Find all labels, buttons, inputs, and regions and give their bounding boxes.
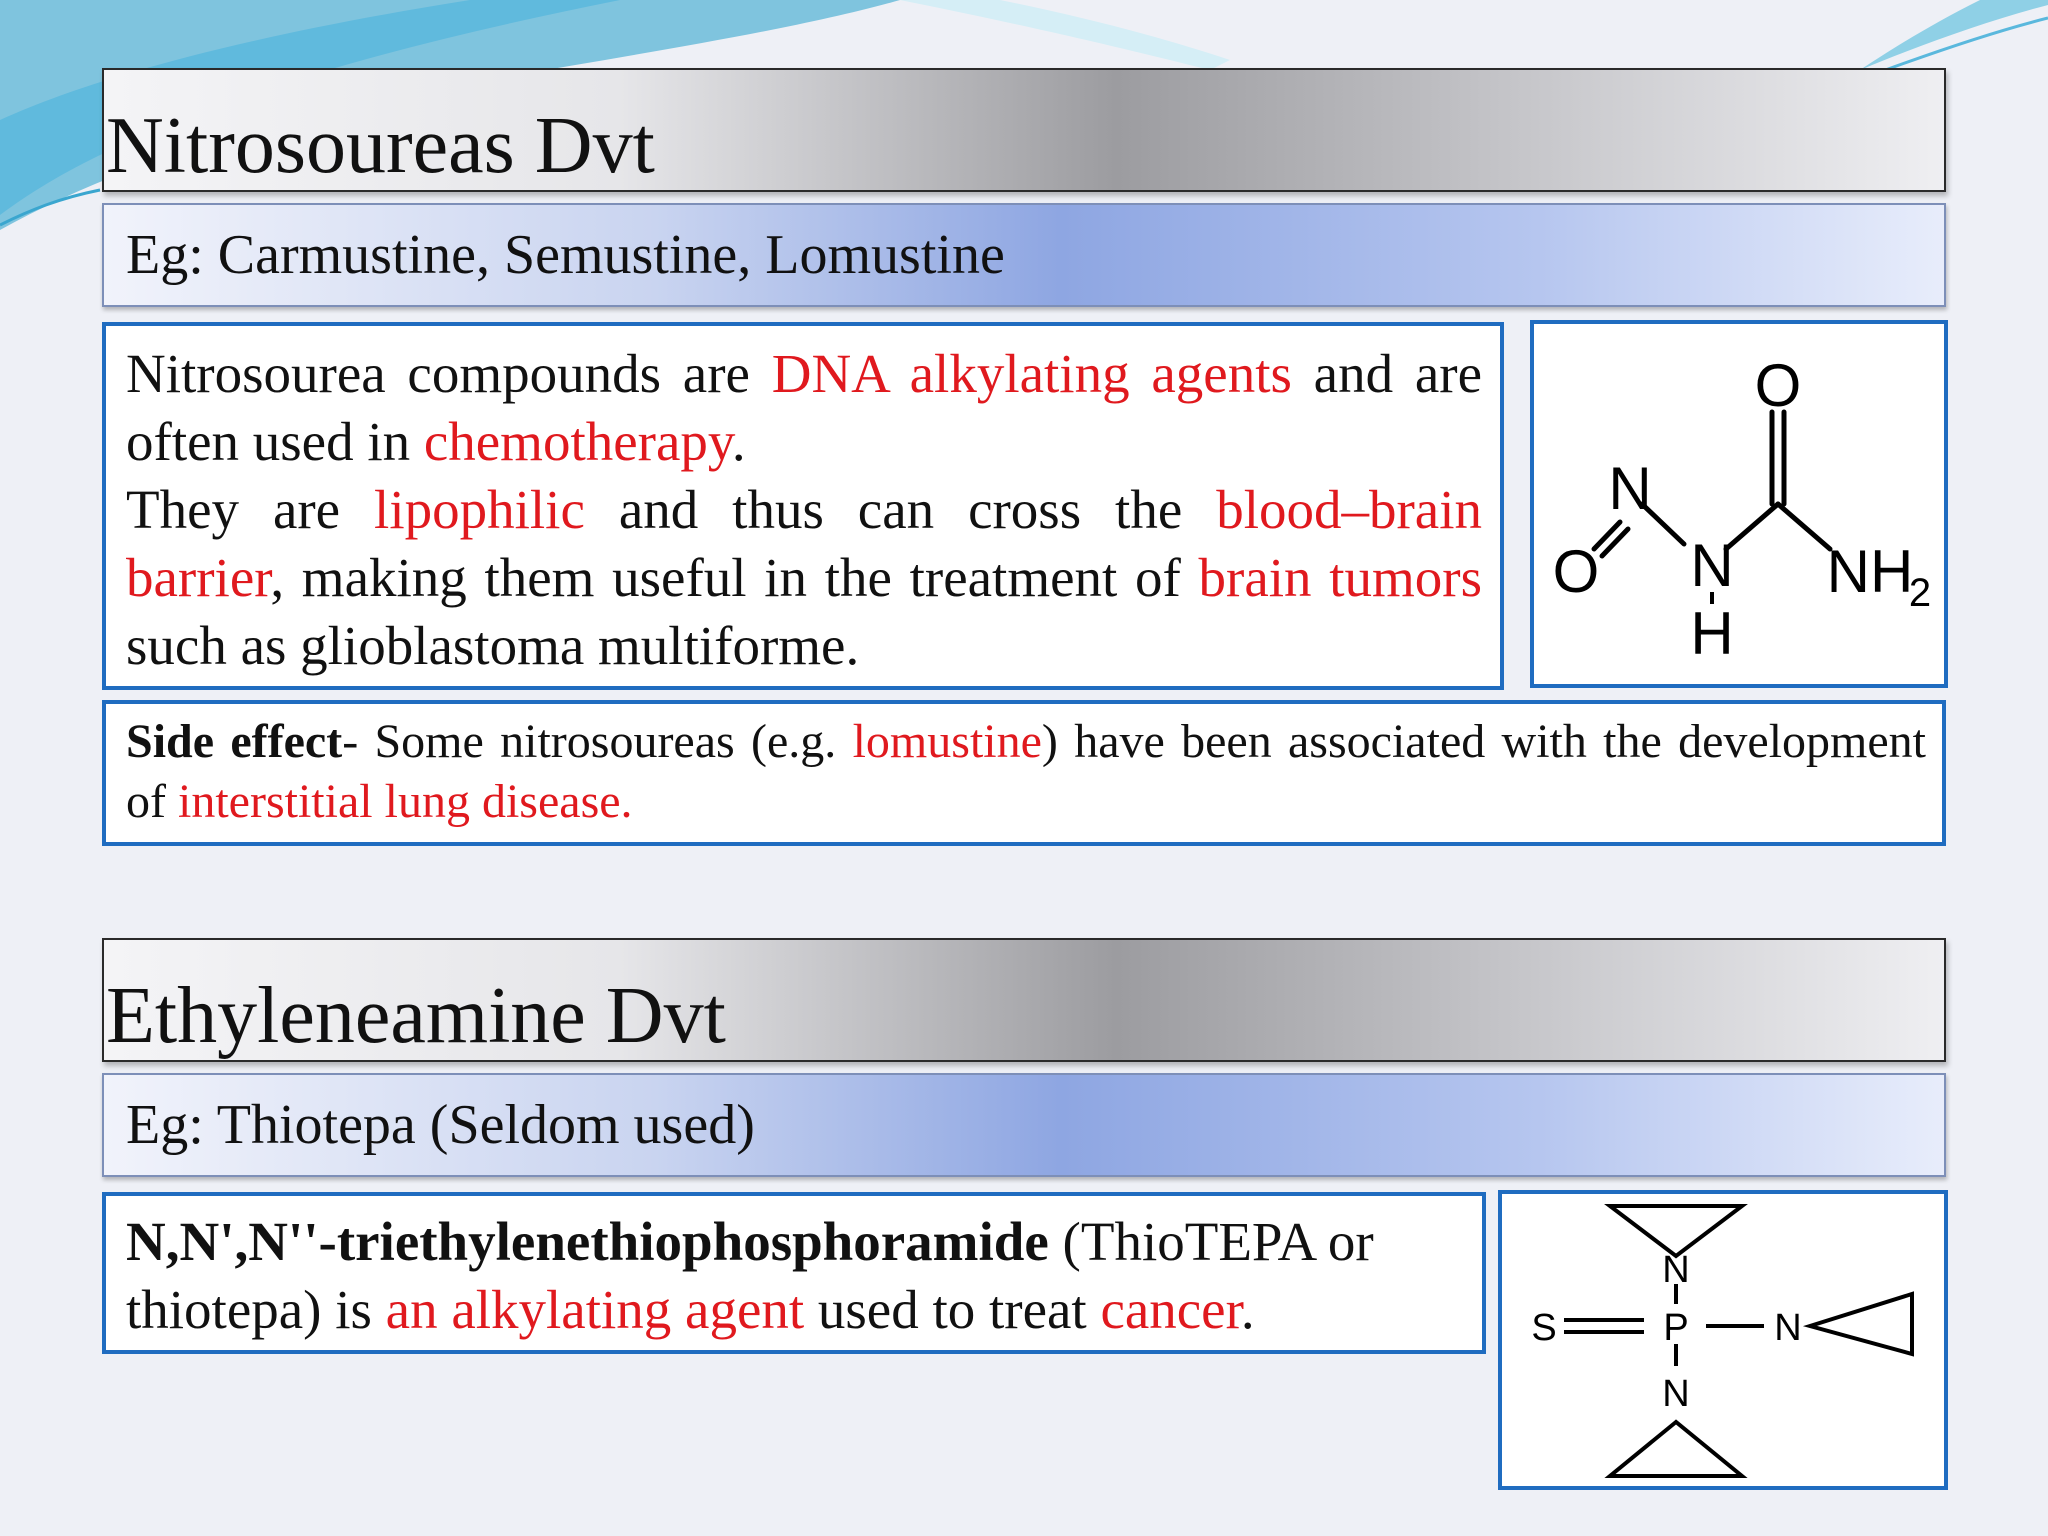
thiotepa-structure: N S P N N xyxy=(1498,1190,1948,1490)
aziridine-ring-right xyxy=(1802,1291,1914,1357)
atom-n-nitroso: N xyxy=(1608,455,1651,522)
text-fragment: They are xyxy=(126,479,375,540)
section2-eg-text: Eg: Thiotepa (Seldom used) xyxy=(126,1094,755,1156)
highlight-lomustine: lomustine xyxy=(852,715,1042,768)
atom-n-amide: N xyxy=(1690,532,1733,599)
nitrosourea-structure-diagram: O N O N H NH 2 xyxy=(1553,352,1931,667)
bond xyxy=(1639,501,1687,547)
atom-p: P xyxy=(1663,1307,1688,1349)
subscript-2: 2 xyxy=(1909,571,1931,615)
nitroso-bond xyxy=(1591,519,1623,552)
text-fragment: such as glioblastoma multiforme. xyxy=(126,615,860,676)
section1-side-effect-box: Side effect- Some nitrosoureas (e.g. lom… xyxy=(102,700,1946,846)
text-fragment: Nitrosourea compounds are xyxy=(126,343,772,404)
atom-o-top: O xyxy=(1755,352,1802,419)
section2-title-bar: Ethyleneamine Dvt xyxy=(102,938,1946,1062)
atom-nh: NH xyxy=(1827,538,1914,605)
highlight-blood-brain-barrier: blood–brain barrier xyxy=(126,479,1482,608)
highlight-interstitial-lung-disease: interstitial lung disease. xyxy=(177,775,633,828)
section1-title: Nitrosoureas Dvt xyxy=(106,102,655,190)
highlight-chemotherapy: chemotherapy xyxy=(423,411,732,472)
text-fragment: and thus can cross the xyxy=(584,479,1217,540)
bond xyxy=(1775,501,1833,552)
section1-eg-bar: Eg: Carmustine, Semustine, Lomustine xyxy=(102,203,1946,307)
section2-title: Ethyleneamine Dvt xyxy=(106,972,726,1060)
nitroso-bond xyxy=(1599,526,1631,559)
atom-o-left: O xyxy=(1553,538,1600,605)
section1-description-box: Nitrosourea compounds are DNA alkylating… xyxy=(102,322,1504,690)
text-fragment: . xyxy=(731,411,746,472)
aziridine-ring-top xyxy=(1604,1204,1748,1259)
text-fragment: used to treat xyxy=(804,1279,1101,1340)
highlight-dna-alkylating-agents: DNA alkylating agents xyxy=(771,343,1292,404)
highlight-lipophilic: lipophilic xyxy=(374,479,585,540)
text-fragment: and are often used in xyxy=(126,343,1483,472)
atom-n-right: N xyxy=(1774,1307,1801,1349)
atom-n-top: N xyxy=(1662,1249,1689,1291)
text-fragment: (ThioTEPA or thiotepa) is xyxy=(126,1211,1374,1340)
nitrosourea-structure: O N O N H NH 2 xyxy=(1530,320,1948,688)
aziridine-ring-bottom xyxy=(1604,1419,1748,1478)
section1-eg-text: Eg: Carmustine, Semustine, Lomustine xyxy=(126,224,1005,286)
thiotepa-structure-diagram: N S P N N xyxy=(1531,1204,1914,1478)
section2-description: N,N',N''-triethylenethiophosphoramide (T… xyxy=(126,1208,1466,1344)
section2-description-box: N,N',N''-triethylenethiophosphoramide (T… xyxy=(102,1192,1486,1354)
text-fragment: - Some nitrosoureas (e.g. xyxy=(342,715,853,768)
atom-s: S xyxy=(1531,1307,1556,1349)
highlight-cancer: cancer xyxy=(1100,1279,1241,1340)
thiotepa-chemical-name: N,N',N''-triethylenethiophosphoramide xyxy=(126,1211,1049,1272)
highlight-alkylating-agent: an alkylating agent xyxy=(385,1279,805,1340)
side-effect-label: Side effect xyxy=(126,715,343,768)
atom-h: H xyxy=(1690,600,1733,667)
text-fragment: , making them useful in the treatment of xyxy=(270,547,1199,608)
section2-eg-bar: Eg: Thiotepa (Seldom used) xyxy=(102,1073,1946,1177)
section1-description: Nitrosourea compounds are DNA alkylating… xyxy=(126,340,1482,680)
bond xyxy=(1723,501,1781,552)
highlight-brain-tumors: brain tumors xyxy=(1198,547,1483,608)
text-fragment: ) have been associated with the developm… xyxy=(126,715,1927,828)
section1-title-bar: Nitrosoureas Dvt xyxy=(102,68,1946,192)
text-fragment: . xyxy=(1240,1279,1255,1340)
section1-side-effect: Side effect- Some nitrosoureas (e.g. lom… xyxy=(126,712,1926,832)
atom-n-bottom: N xyxy=(1662,1373,1689,1415)
